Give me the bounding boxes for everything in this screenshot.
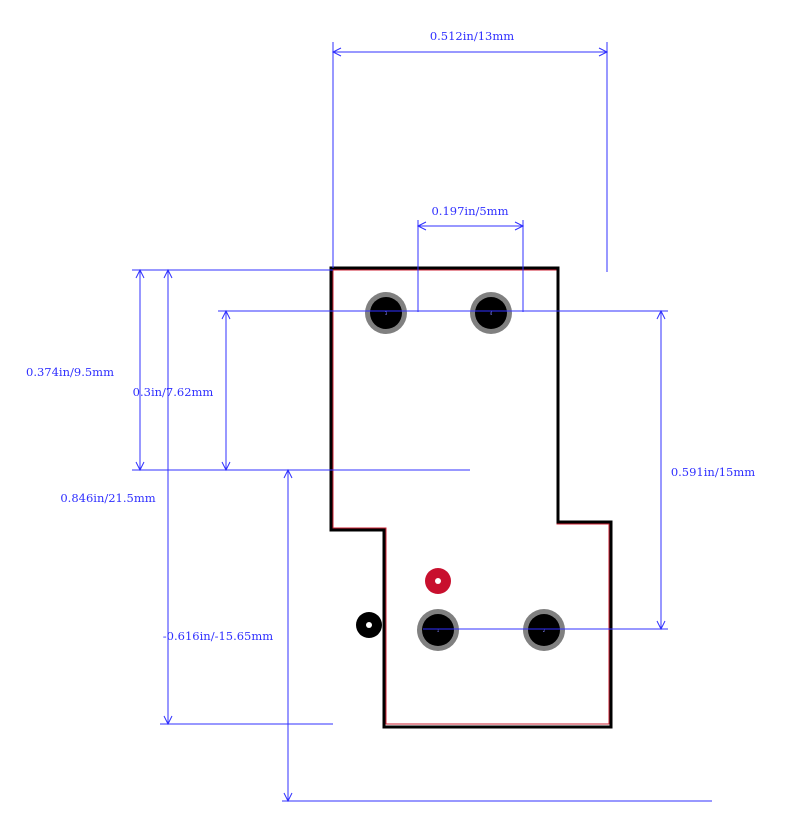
dim-width-top [331,42,609,272]
pad-4: 4 [470,292,512,334]
reference-lines [132,269,712,802]
dim-left-inner [221,309,231,472]
dim-right-span-label: 0.591in/15mm [671,465,755,479]
dim-vertical-total-label: 0.846in/21.5mm [60,491,155,505]
svg-text:4: 4 [490,311,493,316]
dim-vertical-offset [283,468,293,803]
dim-vertical-offset-label: -0.616in/-15.65mm [163,629,273,643]
dim-left-outer [135,268,145,472]
dim-pad-pitch [416,220,525,312]
svg-text:3: 3 [385,311,388,316]
svg-text:2: 2 [543,628,546,633]
dim-vertical-total [163,268,173,726]
red-marker [425,568,451,594]
black-marker [356,612,382,638]
pad-1: 1 [417,609,459,651]
courtyard-outline [332,269,610,725]
pad-2: 2 [523,609,565,651]
dim-right-span [656,309,666,631]
svg-text:1: 1 [437,628,440,633]
pad-crossing-lines [365,310,565,630]
pad-3: 3 [365,292,407,334]
dim-left-inner-label: 0.3in/7.62mm [133,385,214,399]
dim-left-outer-label: 0.374in/9.5mm [26,365,114,379]
board-outline [329,266,613,729]
dim-width-top-label: 0.512in/13mm [430,29,514,43]
dim-pad-pitch-label: 0.197in/5mm [431,204,508,218]
